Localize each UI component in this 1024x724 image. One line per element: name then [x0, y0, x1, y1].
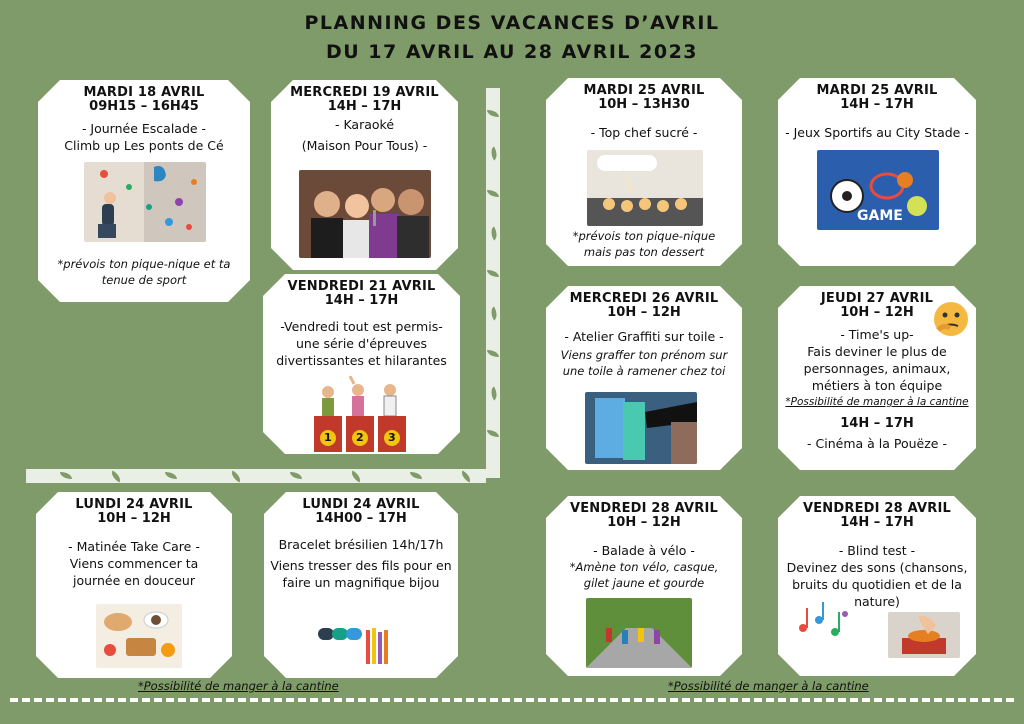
card-note: Viens graffer ton prénom sur une toile à…: [560, 348, 728, 378]
card-activity: - Blind test -: [838, 543, 916, 558]
card-date: MERCREDI 26 AVRIL: [569, 291, 719, 306]
card-bracelet: LUNDI 24 AVRIL 14H00 – 17H Bracelet brés…: [264, 492, 458, 678]
karaoke-photo: [299, 170, 431, 258]
card-note: *prévois ton pique-nique mais pas ton de…: [572, 229, 716, 259]
thinking-face-icon: [932, 300, 970, 338]
card-times-up: JEUDI 27 AVRIL 10H – 12H - Time's up- Fa…: [778, 286, 976, 470]
podium-illustration: 1 2 3: [312, 376, 408, 452]
horizontal-divider: [26, 469, 486, 483]
card-date: VENDREDI 28 AVRIL: [569, 501, 719, 516]
card-desc: une série d'épreuves divertissantes et h…: [276, 336, 447, 368]
card-desc: Climb up Les ponts de Cé: [64, 138, 224, 153]
card-activity: - Time's up-: [840, 327, 914, 342]
card-activity-afternoon: - Cinéma à la Pouëze -: [807, 436, 947, 451]
card-time: 10H – 12H: [607, 305, 681, 320]
card-time: 14H – 17H: [327, 99, 402, 114]
card-desc: Viens commencer ta journée en douceur: [69, 556, 199, 588]
breakfast-photo: [96, 604, 182, 668]
card-activity: - Jeux Sportifs au City Stade -: [785, 125, 969, 140]
card-activity: - Balade à vélo -: [593, 543, 695, 558]
vertical-divider: [486, 88, 500, 478]
card-desc: Fais deviner le plus de personnages, ani…: [803, 344, 951, 393]
card-note: *Amène ton vélo, casque, gilet jaune et …: [569, 560, 719, 590]
climbing-photo: [84, 162, 206, 242]
card-time: 09H15 – 16H45: [89, 99, 199, 114]
card-time: 10H – 12H: [97, 511, 171, 526]
card-activity: - Journée Escalade -: [81, 121, 207, 136]
card-time: 10H – 12H: [607, 515, 681, 530]
card-date: VENDREDI 28 AVRIL: [802, 501, 952, 516]
music-notes-icon: [795, 598, 851, 642]
card-date: LUNDI 24 AVRIL: [75, 497, 193, 512]
card-date: JEUDI 27 AVRIL: [820, 291, 934, 306]
card-date: LUNDI 24 AVRIL: [302, 497, 420, 512]
card-time: 10H – 12H: [840, 305, 914, 320]
buzzer-photo: [888, 612, 960, 658]
page-subtitle: DU 17 AVRIL AU 28 AVRIL 2023: [325, 41, 699, 63]
card-date: MARDI 25 AVRIL: [583, 83, 705, 98]
card-date: VENDREDI 21 AVRIL: [287, 279, 436, 294]
card-time: 10H – 13H30: [598, 97, 690, 112]
card-desc: (Maison Pour Tous) -: [301, 138, 428, 153]
card-activity: Bracelet brésilien 14h/17h: [278, 537, 444, 552]
card-time: 14H – 17H: [324, 293, 399, 308]
bracelet-threads-image: [318, 620, 398, 666]
card-note: *Possibilité de manger à la cantine: [785, 396, 969, 408]
bike-ride-photo: [586, 598, 692, 668]
card-activity: - Atelier Graffiti sur toile -: [564, 329, 724, 344]
card-desc: Viens tresser des fils pour en faire un …: [270, 558, 452, 590]
card-escalade: MARDI 18 AVRIL 09H15 – 16H45 - Journée E…: [38, 80, 250, 302]
card-date: MERCREDI 19 AVRIL: [290, 85, 439, 100]
card-note: *prévois ton pique-nique et ta tenue de …: [57, 257, 231, 287]
card-date: MARDI 18 AVRIL: [83, 85, 205, 100]
footer-note-left: *Possibilité de manger à la cantine: [138, 679, 339, 693]
footer-dashed-line: [10, 698, 1014, 702]
card-time: 14H – 17H: [840, 97, 914, 112]
card-activity: - Matinée Take Care -: [68, 539, 200, 554]
pastry-photo: [587, 150, 703, 226]
sports-game-image: GAME: [817, 150, 939, 230]
footer-note-right: *Possibilité de manger à la cantine: [668, 679, 869, 693]
card-time: 14H00 – 17H: [315, 511, 407, 526]
game-label: GAME: [857, 208, 903, 224]
page-title: PLANNING DES VACANCES D’AVRIL: [304, 12, 720, 34]
card-desc: Devinez des sons (chansons, bruits du qu…: [786, 560, 968, 609]
card-time-afternoon: 14H – 17H: [840, 416, 914, 431]
graffiti-photo: [585, 392, 697, 464]
card-activity: - Karaoké: [334, 117, 395, 132]
card-activity: - Top chef sucré -: [590, 125, 698, 140]
card-activity: -Vendredi tout est permis-: [280, 319, 443, 334]
podium-number-2: 2: [356, 431, 364, 444]
podium-number-1: 1: [324, 431, 332, 444]
podium-number-3: 3: [388, 431, 396, 444]
card-time: 14H – 17H: [840, 515, 914, 530]
card-date: MARDI 25 AVRIL: [816, 83, 938, 98]
